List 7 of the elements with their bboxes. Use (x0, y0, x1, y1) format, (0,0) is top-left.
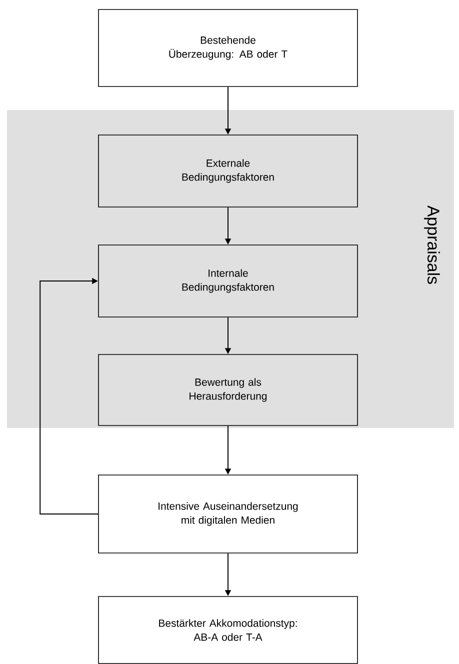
arrow (40, 278, 99, 514)
process-box: Bestehende Überzeugung: AB oder T (98, 9, 358, 87)
process-box: Intensive Auseinandersetzung mit digitalen Medien (98, 474, 358, 554)
process-box: Bewertung als Herausforderung (98, 354, 358, 426)
process-box: Bestärkter Akkomodationstyp: AB-A oder T-A (98, 596, 358, 664)
process-box: Externale Bedingungsfaktoren (98, 134, 358, 208)
process-box: Internale Bedingungsfaktoren (98, 244, 358, 318)
